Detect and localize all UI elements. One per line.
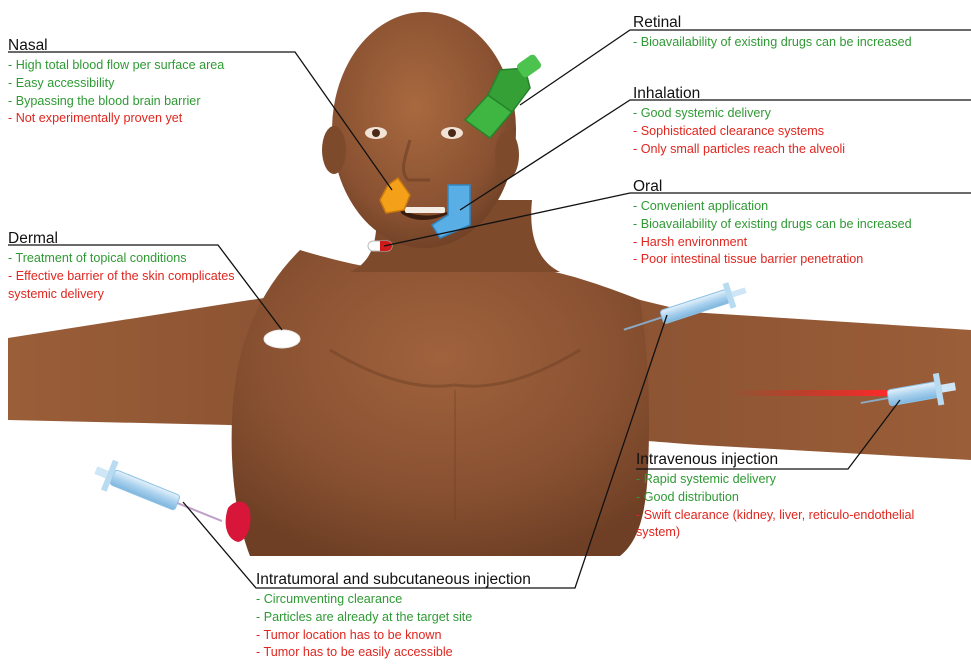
inhalation-item: - Sophisticated clearance systems <box>633 123 845 141</box>
oral-item: - Poor intestinal tissue barrier penetra… <box>633 251 912 269</box>
retinal-title: Retinal <box>633 13 933 32</box>
nasal-annotation: Nasal - High total blood flow per surfac… <box>8 36 224 128</box>
intravenous-title: Intravenous injection <box>636 450 951 469</box>
dermal-item: - Effective barrier of the skin complica… <box>8 268 243 304</box>
intratumoral-annotation: Intratumoral and subcutaneous injection … <box>256 570 531 662</box>
inhalation-annotation: Inhalation - Good systemic delivery - So… <box>633 84 845 158</box>
nasal-item: - Not experimentally proven yet <box>8 110 224 128</box>
left-iris <box>372 129 380 137</box>
nasal-item: - Bypassing the blood brain barrier <box>8 93 224 111</box>
intratumoral-item: - Tumor location has to be known <box>256 627 531 645</box>
intratumoral-title: Intratumoral and subcutaneous injection <box>256 570 531 589</box>
oral-title: Oral <box>633 177 912 196</box>
dermal-item: - Treatment of topical conditions <box>8 250 243 268</box>
pill-icon <box>368 241 392 251</box>
intratumoral-item: - Circumventing clearance <box>256 591 531 609</box>
oral-item: - Convenient application <box>633 198 912 216</box>
dermal-title: Dermal <box>8 229 243 248</box>
retinal-item: - Bioavailability of existing drugs can … <box>633 34 933 52</box>
inhalation-title: Inhalation <box>633 84 845 103</box>
intravenous-item: - Good distribution <box>636 489 951 507</box>
intratumoral-item: - Tumor has to be easily accessible <box>256 644 531 662</box>
nasal-item: - High total blood flow per surface area <box>8 57 224 75</box>
retinal-annotation: Retinal - Bioavailability of existing dr… <box>633 13 933 52</box>
intravenous-item: - Rapid systemic delivery <box>636 471 951 489</box>
intratumoral-syringe-icon <box>90 455 228 536</box>
blood-vessel-glow <box>730 390 890 396</box>
oral-item: - Bioavailability of existing drugs can … <box>633 216 912 234</box>
nasal-item: - Easy accessibility <box>8 75 224 93</box>
inhalation-item: - Good systemic delivery <box>633 105 845 123</box>
torso <box>232 250 649 556</box>
oral-item: - Harsh environment <box>633 234 912 252</box>
nasal-title: Nasal <box>8 36 224 55</box>
left-ear <box>322 126 346 174</box>
right-iris <box>448 129 456 137</box>
dermal-annotation: Dermal - Treatment of topical conditions… <box>8 229 243 303</box>
intratumoral-item: - Particles are already at the target si… <box>256 609 531 627</box>
oral-annotation: Oral - Convenient application - Bioavail… <box>633 177 912 269</box>
teeth <box>405 207 445 213</box>
intravenous-item: - Swift clearance (kidney, liver, reticu… <box>636 507 951 543</box>
intravenous-annotation: Intravenous injection - Rapid systemic d… <box>636 450 951 542</box>
right-ear <box>495 131 519 179</box>
inhalation-item: - Only small particles reach the alveoli <box>633 141 845 159</box>
dermal-patch-icon <box>264 330 300 348</box>
